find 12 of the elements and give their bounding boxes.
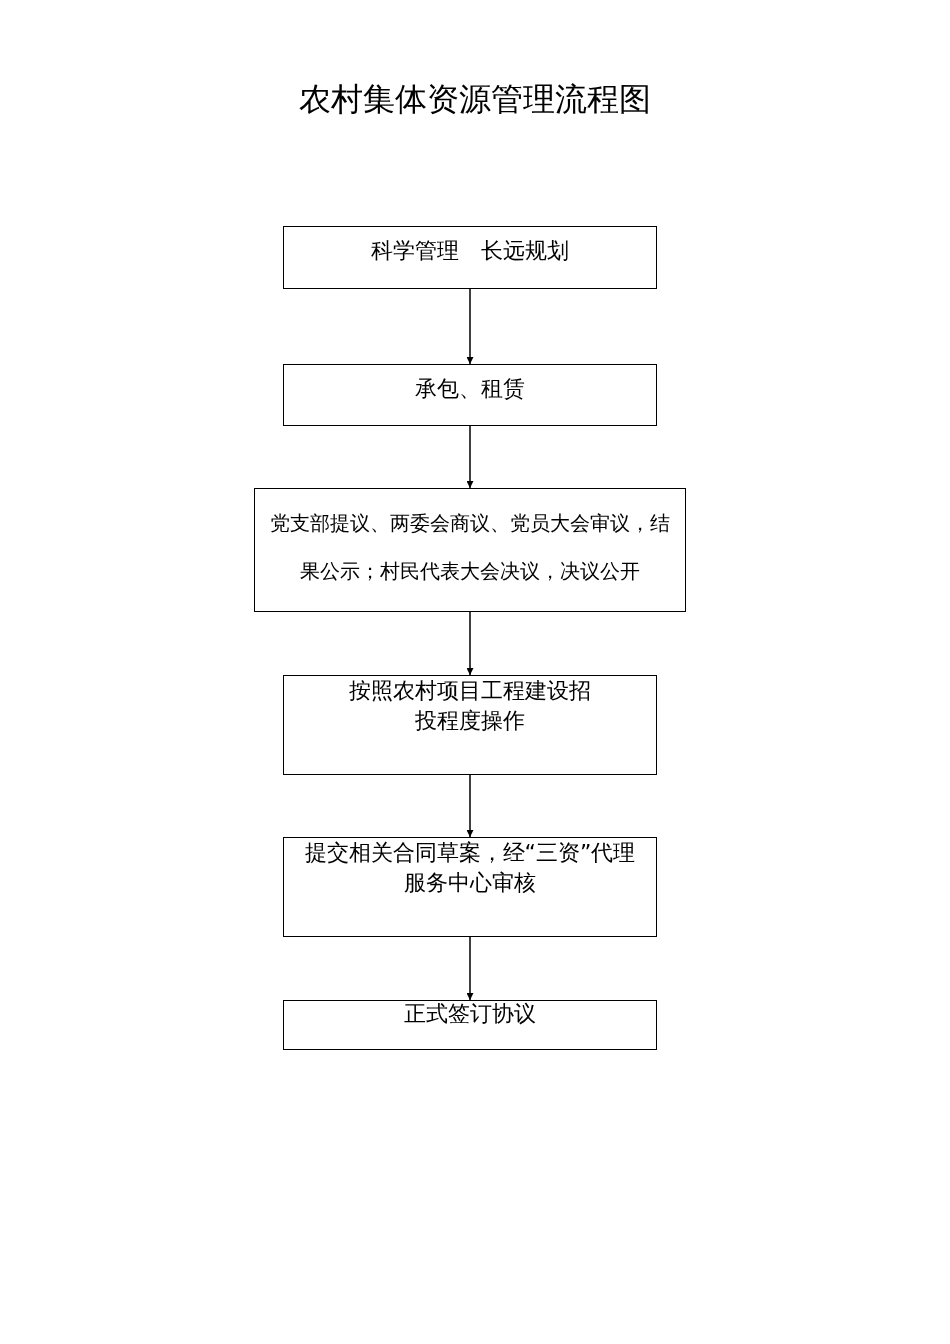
- arrow: [466, 288, 474, 365]
- title: 农村集体资源管理流程图: [298, 79, 652, 120]
- process-box: 科学管理 长远规划: [283, 226, 657, 289]
- arrow: [466, 774, 474, 838]
- arrow: [466, 425, 474, 489]
- process-box: 党支部提议、两委会商议、党员大会审议，结果公示；村民代表大会决议，决议公开: [254, 488, 686, 612]
- process-box: 承包、租赁: [283, 364, 657, 426]
- process-box: 正式签订协议: [283, 1000, 657, 1050]
- process-box: 按照农村项目工程建设招投程度操作: [283, 675, 657, 775]
- arrow: [466, 611, 474, 676]
- process-box: 提交相关合同草案，经“三资”代理服务中心审核: [283, 837, 657, 937]
- arrow: [466, 936, 474, 1001]
